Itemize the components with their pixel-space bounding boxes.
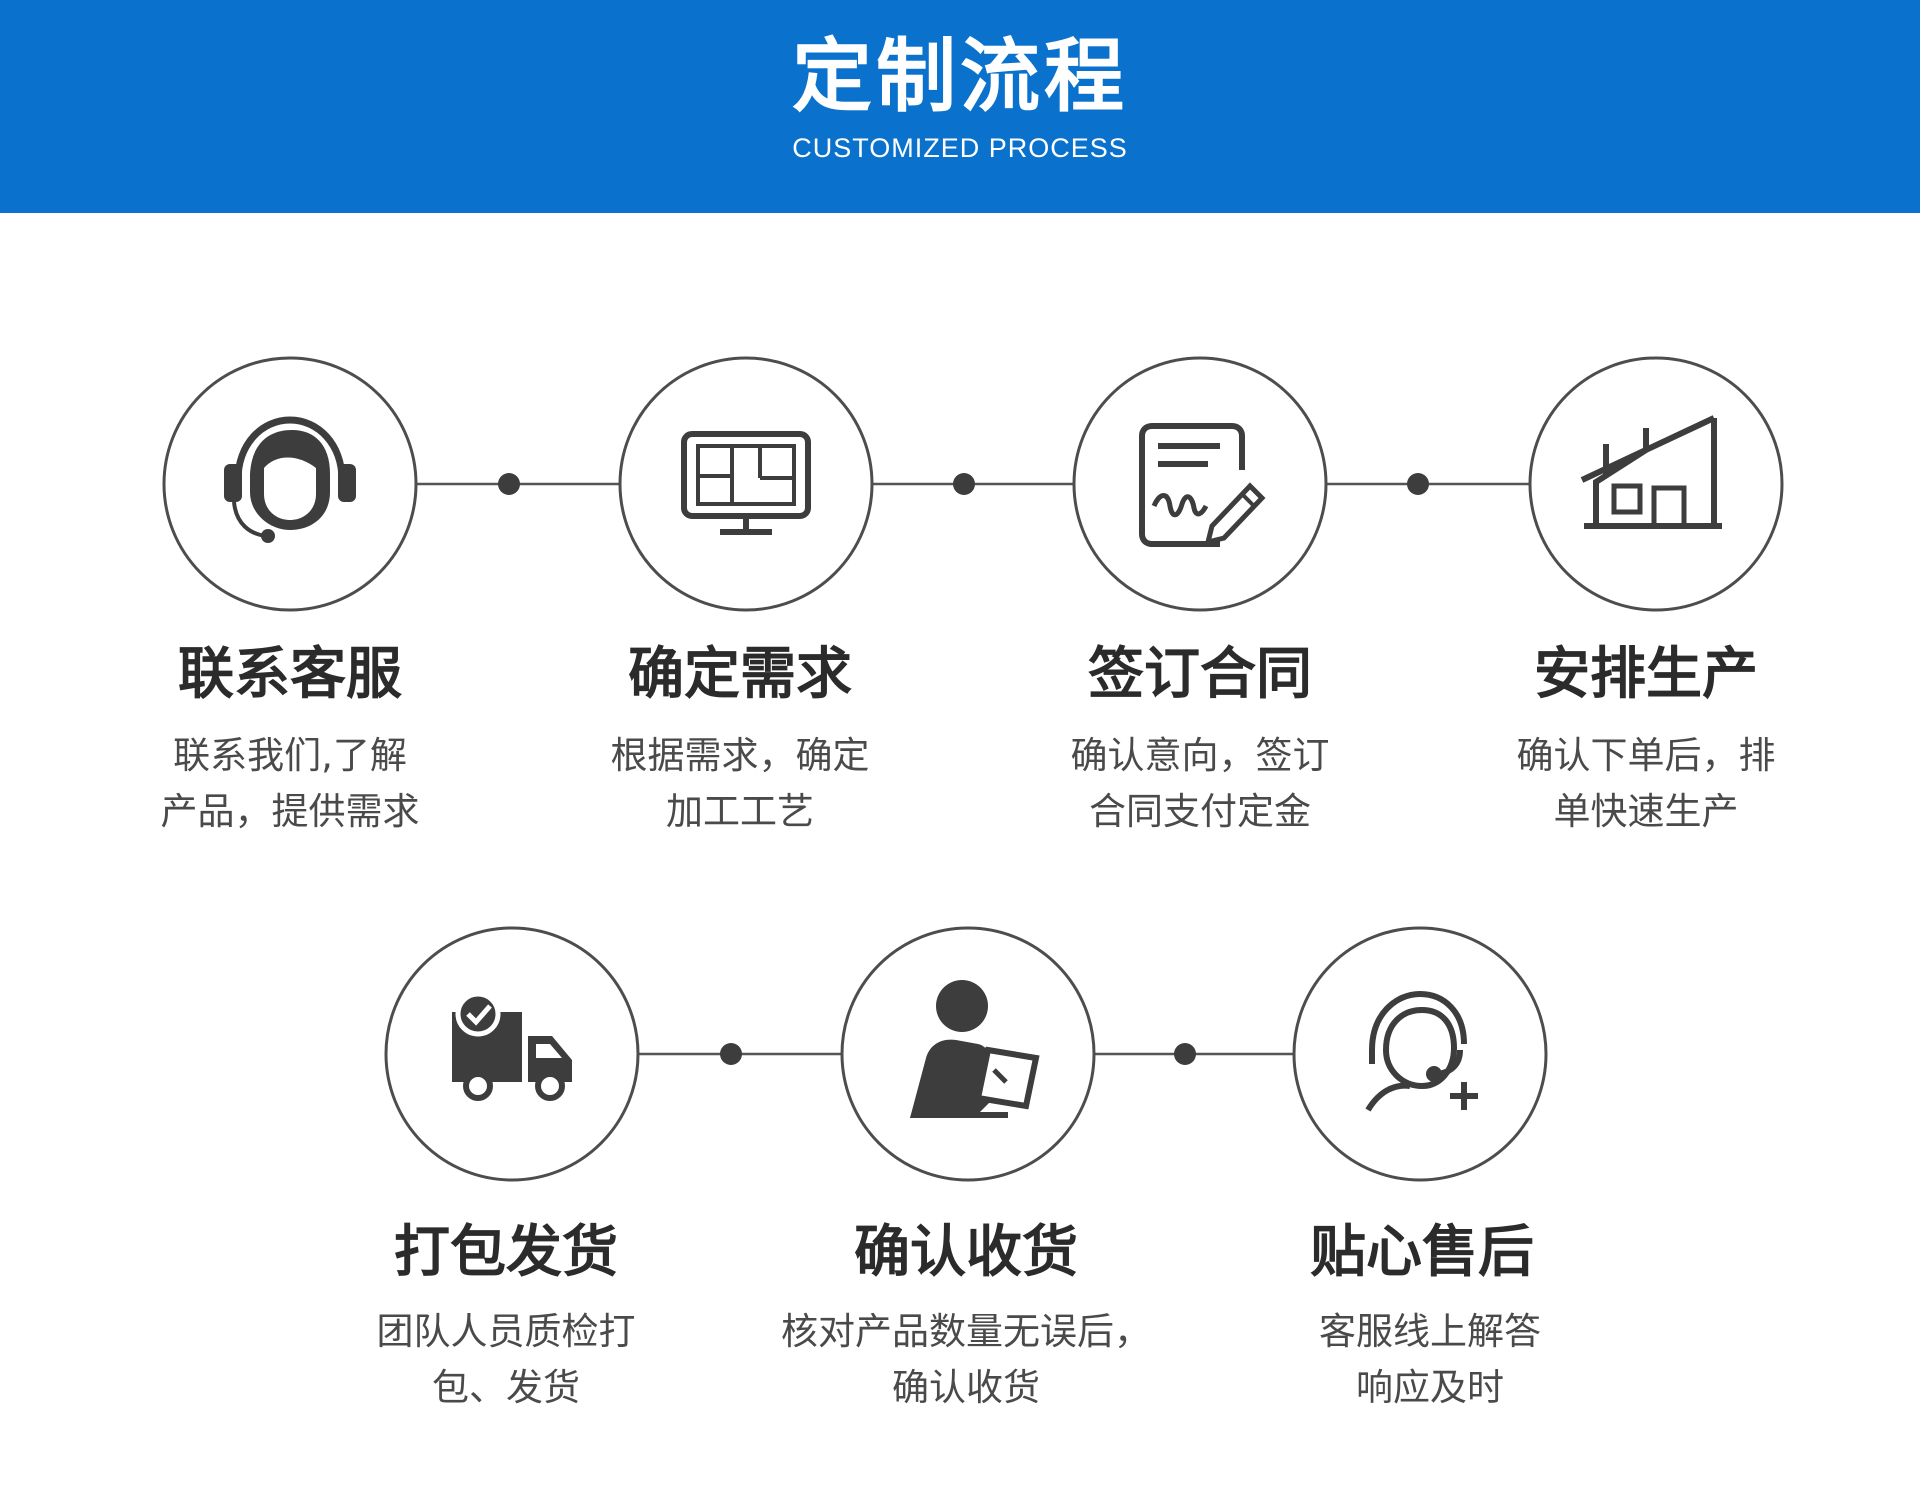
step-title-requirements: 确定需求 bbox=[628, 642, 852, 707]
step-title-shipping: 打包发货 bbox=[394, 1220, 618, 1285]
step-desc-contact-line1: 联系我们,了解 bbox=[173, 734, 407, 777]
monitor-blueprint-icon bbox=[681, 431, 811, 535]
person-tablet-icon bbox=[910, 980, 1040, 1118]
step-title-contract: 签订合同 bbox=[1088, 642, 1312, 707]
connector-dot bbox=[953, 473, 975, 495]
factory-icon bbox=[1580, 415, 1722, 529]
step-circle-3 bbox=[1072, 356, 1328, 612]
step-desc-requirements-line2: 加工工艺 bbox=[666, 790, 814, 833]
step-desc-production-line2: 单快速生产 bbox=[1553, 790, 1739, 833]
step-desc-receipt-line2: 确认收货 bbox=[892, 1366, 1040, 1409]
connector-dot bbox=[1407, 473, 1429, 495]
step-desc-shipping-line2: 包、发货 bbox=[432, 1366, 580, 1409]
step-circle-7 bbox=[1292, 926, 1548, 1182]
step-circle-4 bbox=[1528, 356, 1784, 612]
step-desc-shipping-line1: 团队人员质检打 bbox=[376, 1310, 636, 1353]
connector-dot bbox=[720, 1043, 742, 1065]
step-desc-production-line1: 确认下单后，排 bbox=[1516, 734, 1776, 777]
page-subtitle: CUSTOMIZED PROCESS bbox=[792, 133, 1128, 163]
step-desc-receipt-line1: 核对产品数量无误后， bbox=[781, 1310, 1151, 1353]
page-title: 定制流程 bbox=[792, 30, 1128, 123]
step-title-production: 安排生产 bbox=[1534, 642, 1758, 707]
step-title-after-sales: 贴心售后 bbox=[1310, 1220, 1534, 1285]
connector-dot bbox=[498, 473, 520, 495]
step-desc-contact-line2: 产品，提供需求 bbox=[160, 790, 420, 833]
headset-agent-icon bbox=[224, 416, 356, 543]
header-banner: 定制流程 CUSTOMIZED PROCESS bbox=[0, 0, 1920, 213]
support-plus-icon bbox=[1365, 990, 1478, 1112]
step-desc-contract-line2: 合同支付定金 bbox=[1089, 790, 1311, 833]
step-desc-contract-line1: 确认意向，签订 bbox=[1070, 734, 1330, 777]
step-title-contact: 联系客服 bbox=[178, 642, 402, 707]
step-title-receipt: 确认收货 bbox=[854, 1220, 1078, 1285]
step-desc-after-sales-line1: 客服线上解答 bbox=[1319, 1310, 1541, 1353]
connector-dot bbox=[1174, 1043, 1196, 1065]
step-desc-requirements-line1: 根据需求，确定 bbox=[610, 734, 870, 777]
contract-sign-icon bbox=[1139, 423, 1266, 547]
step-desc-after-sales-line2: 响应及时 bbox=[1356, 1366, 1504, 1409]
delivery-truck-icon bbox=[452, 991, 572, 1101]
step-circle-2 bbox=[618, 356, 874, 612]
